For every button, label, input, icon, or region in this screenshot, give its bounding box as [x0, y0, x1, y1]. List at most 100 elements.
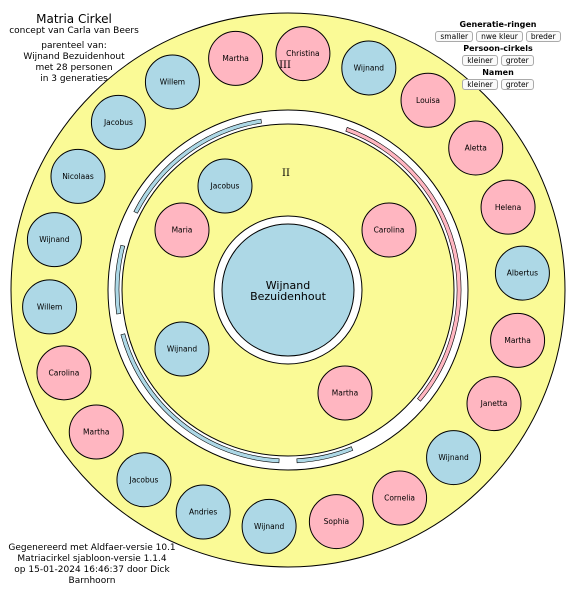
generation-3-person[interactable]: Wijnand	[426, 430, 482, 486]
generation-3-person-name: Martha	[83, 428, 109, 437]
generation-3-person-circle	[208, 30, 264, 86]
names-larger-button[interactable]: groter	[500, 79, 534, 90]
generation-3-person-name: Willem	[37, 303, 62, 312]
generation-3-person[interactable]: Wijnand	[341, 40, 397, 96]
rings-new-color-button[interactable]: nwe kleur	[476, 31, 523, 42]
generation-3-person-name: Cornelia	[384, 494, 415, 503]
generation-3-person-circle	[400, 72, 456, 128]
generation-3-person-circle	[144, 54, 200, 110]
generation-3-person-name: Carolina	[49, 368, 80, 377]
rings-smaller-button[interactable]: smaller	[435, 31, 474, 42]
persons-larger-button[interactable]: groter	[500, 55, 534, 66]
generation-3-person-name: Louisa	[416, 96, 440, 105]
descent-arc-female	[345, 127, 462, 402]
generation-3-person[interactable]: Cornelia	[372, 470, 428, 526]
descent-arc-male	[114, 244, 126, 315]
generation-3-person-circle	[372, 470, 428, 526]
generation-3-person[interactable]: Christina	[275, 26, 331, 82]
generation-3-person[interactable]: Wijnand	[241, 498, 297, 554]
generation-3-person-name: Wijnand	[438, 453, 469, 462]
names-label: Namen	[482, 68, 514, 77]
descent-arcs	[114, 118, 462, 464]
generation-2-person-name: Maria	[172, 226, 193, 235]
generation-3-person-circle	[448, 120, 504, 176]
page-title: Matria Cirkel	[36, 12, 112, 26]
generation-3-person[interactable]: Nicolaas	[50, 148, 106, 204]
generation-rings-label: Generatie-ringen	[459, 20, 537, 29]
footer-line-2: Matriacirkel sjabloon-versie 1.1.4	[17, 554, 167, 564]
generation-3-person[interactable]: Jacobus	[90, 94, 146, 150]
generation-2-person-circle	[317, 365, 373, 421]
generation-3-person-name: Helena	[495, 203, 521, 212]
generation-3-person[interactable]: Aletta	[448, 120, 504, 176]
persons: WijnandBezuidenhoutJacobusCarolinaMartha…	[22, 26, 550, 554]
rings-wider-button[interactable]: breder	[525, 31, 561, 42]
footer-line-1: Gegenereerd met Aldfaer-versie 10.1	[8, 543, 176, 553]
generation-3-person-name: Albertus	[507, 269, 538, 278]
descent-arc-male	[120, 333, 280, 464]
generation-3-person-name: Sophia	[324, 517, 350, 526]
generation-2-person-name: Carolina	[374, 226, 405, 235]
root-person-last-name: Bezuidenhout	[250, 290, 327, 303]
person-circles-label: Persoon-cirkels	[463, 44, 533, 53]
names-smaller-button[interactable]: kleiner	[462, 79, 498, 90]
generation-2-person[interactable]: Carolina	[361, 202, 417, 258]
title-block: Matria Cirkel concept van Carla van Beer…	[0, 12, 148, 85]
generation-2-person[interactable]: Maria	[154, 202, 210, 258]
generation-3-person-circle	[68, 404, 124, 460]
generation-3-person-circle	[480, 179, 536, 235]
generation-3-person[interactable]: Willem	[144, 54, 200, 110]
footer-line-3: op 15-01-2024 16:46:37 door Dick Barnhoo…	[14, 565, 170, 586]
generation-3-person-name: Nicolaas	[62, 172, 94, 181]
generation-3-person[interactable]: Carolina	[36, 345, 92, 401]
generation-3-person[interactable]: Sophia	[308, 494, 364, 550]
generation-3-person-name: Martha	[222, 54, 248, 63]
generation-3-person-name: Aletta	[465, 144, 487, 153]
generation-3-person[interactable]: Martha	[490, 312, 546, 368]
generation-3-person-circle	[466, 376, 522, 432]
generation-3-person-name: Christina	[286, 49, 319, 58]
generation-3-person-name: Wijnand	[254, 522, 285, 531]
generation-3-person-circle	[275, 26, 331, 82]
generation-3-person[interactable]: Willem	[22, 279, 78, 335]
generation-3-person-name: Wijnand	[354, 64, 385, 73]
generation-3-person[interactable]: Janetta	[466, 376, 522, 432]
generation-3-person-name: Jacobus	[128, 475, 158, 484]
generation-3-person[interactable]: Martha	[208, 30, 264, 86]
generation-3-person-circle	[22, 279, 78, 335]
generation-3-person[interactable]: Jacobus	[116, 452, 172, 508]
generation-3-person-name: Janetta	[480, 399, 508, 408]
generation-3-person[interactable]: Andries	[175, 484, 231, 540]
generation-3-person-name: Wijnand	[39, 235, 70, 244]
controls-panel: Generatie-ringen smaller nwe kleur brede…	[432, 20, 564, 92]
generation-3-person-circle	[494, 245, 550, 301]
generation-3-person[interactable]: Albertus	[494, 245, 550, 301]
generation-3-person[interactable]: Martha	[68, 404, 124, 460]
generation-3-label: III	[279, 60, 291, 71]
generation-2-person-circle	[197, 158, 253, 214]
generation-3-person[interactable]: Louisa	[400, 72, 456, 128]
footer: Gegenereerd met Aldfaer-versie 10.1 Matr…	[6, 543, 178, 587]
generation-3-person-name: Willem	[160, 78, 185, 87]
root-person-first-name: Wijnand	[266, 279, 310, 292]
generation-3-person-circle	[241, 498, 297, 554]
descent-arc-male	[133, 118, 262, 214]
generation-2-person[interactable]: Martha	[317, 365, 373, 421]
generation-2-person-circle	[361, 202, 417, 258]
descent-arc-male	[296, 446, 354, 464]
generation-2-person-circle	[154, 202, 210, 258]
generation-2-person[interactable]: Jacobus	[197, 158, 253, 214]
generation-3-person[interactable]: Wijnand	[26, 212, 82, 268]
generation-2-person[interactable]: Wijnand	[154, 321, 210, 377]
root-person-circle	[221, 223, 355, 357]
generation-3-person[interactable]: Helena	[480, 179, 536, 235]
page-subtitle: concept van Carla van Beers	[9, 26, 139, 36]
generation-3-person-circle	[341, 40, 397, 96]
persons-smaller-button[interactable]: kleiner	[462, 55, 498, 66]
generation-3-person-circle	[490, 312, 546, 368]
generation-3-person-circle	[90, 94, 146, 150]
generation-2-person-circle	[154, 321, 210, 377]
info-line-1: parenteel van:	[41, 41, 107, 51]
generation-2-person-name: Wijnand	[167, 345, 198, 354]
